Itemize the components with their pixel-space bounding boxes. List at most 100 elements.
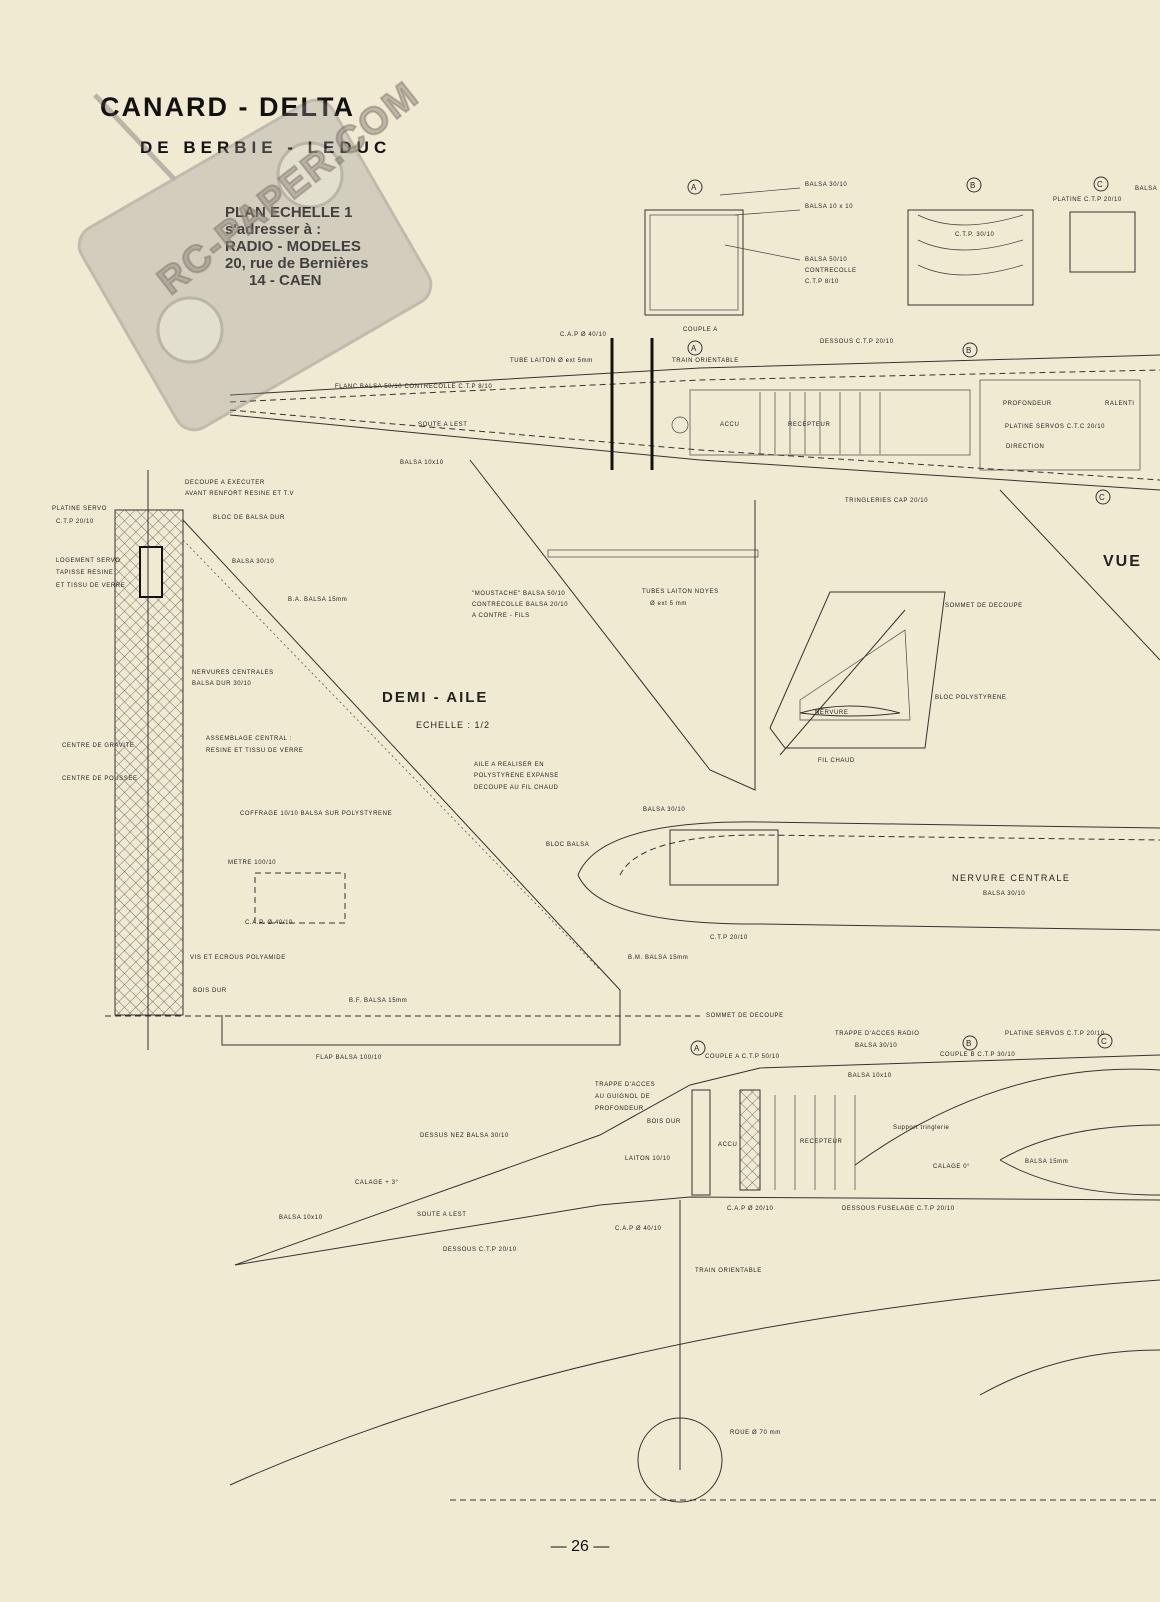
label-hw-nervure: NERVURE — [815, 710, 848, 716]
label-decoupe: DECOUPE A EXECUTER — [185, 480, 265, 486]
label-nervures: NERVURES CENTRALES — [192, 670, 274, 676]
side-view: A B C TRAPPE D'ACCES RADIO BALSA 30/10 P… — [229, 1031, 1160, 1503]
section-b-grain — [917, 214, 1024, 276]
label-hw-sommet: SOMMET DE DECOUPE — [945, 603, 1023, 609]
label-tube-laiton: TUBE LAITON Ø ext 5mm — [510, 358, 593, 364]
rib-template — [799, 705, 901, 717]
label-balsa-50-10: BALSA 50/10 — [805, 257, 847, 263]
side-top-outline — [234, 1054, 1160, 1266]
fuselage-top-outline — [229, 354, 1160, 396]
label-flanc: FLANC BALSA 50/10 CONTRECOLLE C.T.P 8/10 — [335, 384, 492, 390]
label-vue: VUE — [1103, 553, 1142, 570]
label-couple-a: COUPLE A — [683, 327, 718, 333]
marker-a3-circle — [690, 1040, 706, 1056]
rib-inner-upper — [619, 834, 1160, 876]
label-moustache-3: A CONTRE - FILS — [472, 613, 530, 619]
label-couple-b-sv: COUPLE B C.T.P 30/10 — [940, 1052, 1015, 1058]
marker-c-circle — [1093, 176, 1109, 192]
label-sv-recepteur: RECEPTEUR — [800, 1139, 842, 1145]
label-bois-dur: BOIS DUR — [193, 988, 227, 994]
rib-title: NERVURE CENTRALE — [952, 873, 1070, 883]
label-platine-ctp: PLATINE C.T.P 20/10 — [1053, 197, 1122, 203]
label-trappe-guignol-2: AU GUIGNOL DE — [595, 1094, 650, 1100]
aile-note-3: DECOUPE AU FIL CHAUD — [474, 785, 559, 791]
rib-box — [669, 829, 779, 886]
label-ctp-8-10: C.T.P 8/10 — [805, 279, 839, 285]
marker-b-circle — [966, 177, 982, 193]
servo-bay — [979, 379, 1141, 471]
polystyrene-block — [769, 591, 946, 749]
label-soute: SOUTE A LEST — [418, 422, 468, 428]
gear-pivot — [671, 416, 689, 434]
receiver-bay — [774, 1095, 856, 1190]
fuselage-top-view: A B C C.A.P Ø 40/10 TUBE LAITON Ø ext 5m… — [229, 332, 1160, 661]
marker-a2-circle — [687, 340, 703, 356]
label-sv-cap-20: C.A.P Ø 20/10 — [727, 1206, 773, 1212]
label-ba: B.A. BALSA 15mm — [288, 597, 347, 603]
hot-wire-sketch: SOMMET DE DECOUPE BLOC POLYSTYRENE NERVU… — [769, 591, 1023, 764]
label-recepteur: RECEPTEUR — [788, 422, 830, 428]
label-bf: B.F. BALSA 15mm — [349, 998, 407, 1004]
label-vis: VIS ET ECROUS POLYAMIDE — [190, 955, 286, 961]
label-coffrage: COFFRAGE 10/10 BALSA SUR POLYSTYRENE — [240, 811, 392, 817]
label-tubes-laiton: TUBES LAITON NOYES — [642, 589, 719, 595]
plan-info-block: PLAN ECHELLE 1 s'adresser à : RADIO - MO… — [225, 204, 368, 289]
wing-outline — [182, 519, 621, 1046]
marker-c3: C — [1101, 1037, 1108, 1046]
aile-note-1: AILE A REALISER EN — [474, 762, 544, 768]
label-flap: FLAP BALSA 100/10 — [316, 1055, 382, 1061]
moustache-bar — [547, 549, 759, 558]
side-bottom-outline — [234, 1196, 1160, 1266]
marker-b3-circle — [962, 1035, 978, 1051]
marker-c2: C — [1099, 493, 1106, 502]
radio-bay-partitions — [759, 392, 881, 454]
wing-profile-side — [854, 1068, 1160, 1166]
section-a-inner — [649, 214, 739, 311]
label-support: Support tringlerie — [893, 1125, 950, 1131]
rib-upper — [577, 821, 1160, 876]
transmitter-watermark-icon — [77, 93, 433, 432]
aile-note-2: POLYSTYRENE EXPANSE — [474, 773, 559, 779]
contact-line-2: RADIO - MODELES — [225, 238, 368, 255]
label-dessous-fuselage: DESSOUS FUSELAGE C.T.P 20/10 — [842, 1206, 955, 1212]
label-assemblage: ASSEMBLAGE CENTRAL : — [206, 736, 292, 742]
label-tissu: ET TISSU DE VERRE — [56, 583, 125, 589]
plan-scale: PLAN ECHELLE 1 — [225, 204, 368, 221]
vue-line — [999, 489, 1160, 661]
fuselage-inner-top — [229, 369, 1160, 403]
section-leaders — [719, 187, 801, 261]
label-trappe-guignol-3: PROFONDEUR — [595, 1106, 644, 1112]
accu-block — [739, 1089, 761, 1191]
servo-pocket — [139, 546, 163, 598]
label-bloc-balsa-dur: BLOC DE BALSA DUR — [213, 515, 285, 521]
label-tapisse: TAPISSE RESINE — [56, 570, 113, 576]
label-balsa-30-10: BALSA 30/10 — [805, 182, 847, 188]
marker-b3: B — [966, 1039, 972, 1048]
label-calage-3: CALAGE + 3° — [355, 1180, 399, 1186]
label-sv-platine: PLATINE SERVOS C.T.P 20/10 — [1005, 1031, 1105, 1037]
marker-b2: B — [966, 346, 972, 355]
label-ctp-30-10: C.T.P. 30/10 — [955, 232, 995, 238]
label-sv-balsa-10x10-b: BALSA 10x10 — [279, 1215, 323, 1221]
label-balsa-short: BALSA — [1135, 186, 1157, 192]
label-tubes-laiton-2: Ø ext 5 mm — [650, 601, 687, 607]
rib-sub: BALSA 30/10 — [983, 891, 1025, 897]
label-cap-40: C.A.P Ø 40/10 — [560, 332, 606, 338]
label-assemblage-2: RESINE ET TISSU DE VERRE — [206, 748, 304, 754]
label-tringleries: TRINGLERIES CAP 20/10 — [845, 498, 928, 504]
metre-pad — [254, 872, 346, 924]
label-hw-fil: FIL CHAUD — [818, 758, 855, 764]
label-bm: B.M. BALSA 15mm — [628, 955, 688, 961]
fuselage-inner-bottom — [229, 409, 1160, 481]
label-moustache: "MOUSTACHE" BALSA 50/10 — [472, 591, 565, 597]
contact-line-1: s'adresser à : — [225, 221, 368, 238]
lower-profile-2 — [979, 1349, 1160, 1396]
label-wing-balsa-30: BALSA 30/10 — [232, 559, 274, 565]
label-rib-balsa: BALSA 30/10 — [643, 807, 685, 813]
label-cg: CENTRE DE GRAVITE — [62, 743, 134, 749]
label-dessus-nez: DESSUS NEZ BALSA 30/10 — [420, 1133, 509, 1139]
label-trappe-guignol: TRAPPE D'ACCES — [595, 1082, 655, 1088]
label-platine-servo: PLATINE SERVO — [52, 506, 107, 512]
label-cap-40-wing: C.A.P. Ø 40/10 — [245, 920, 293, 926]
